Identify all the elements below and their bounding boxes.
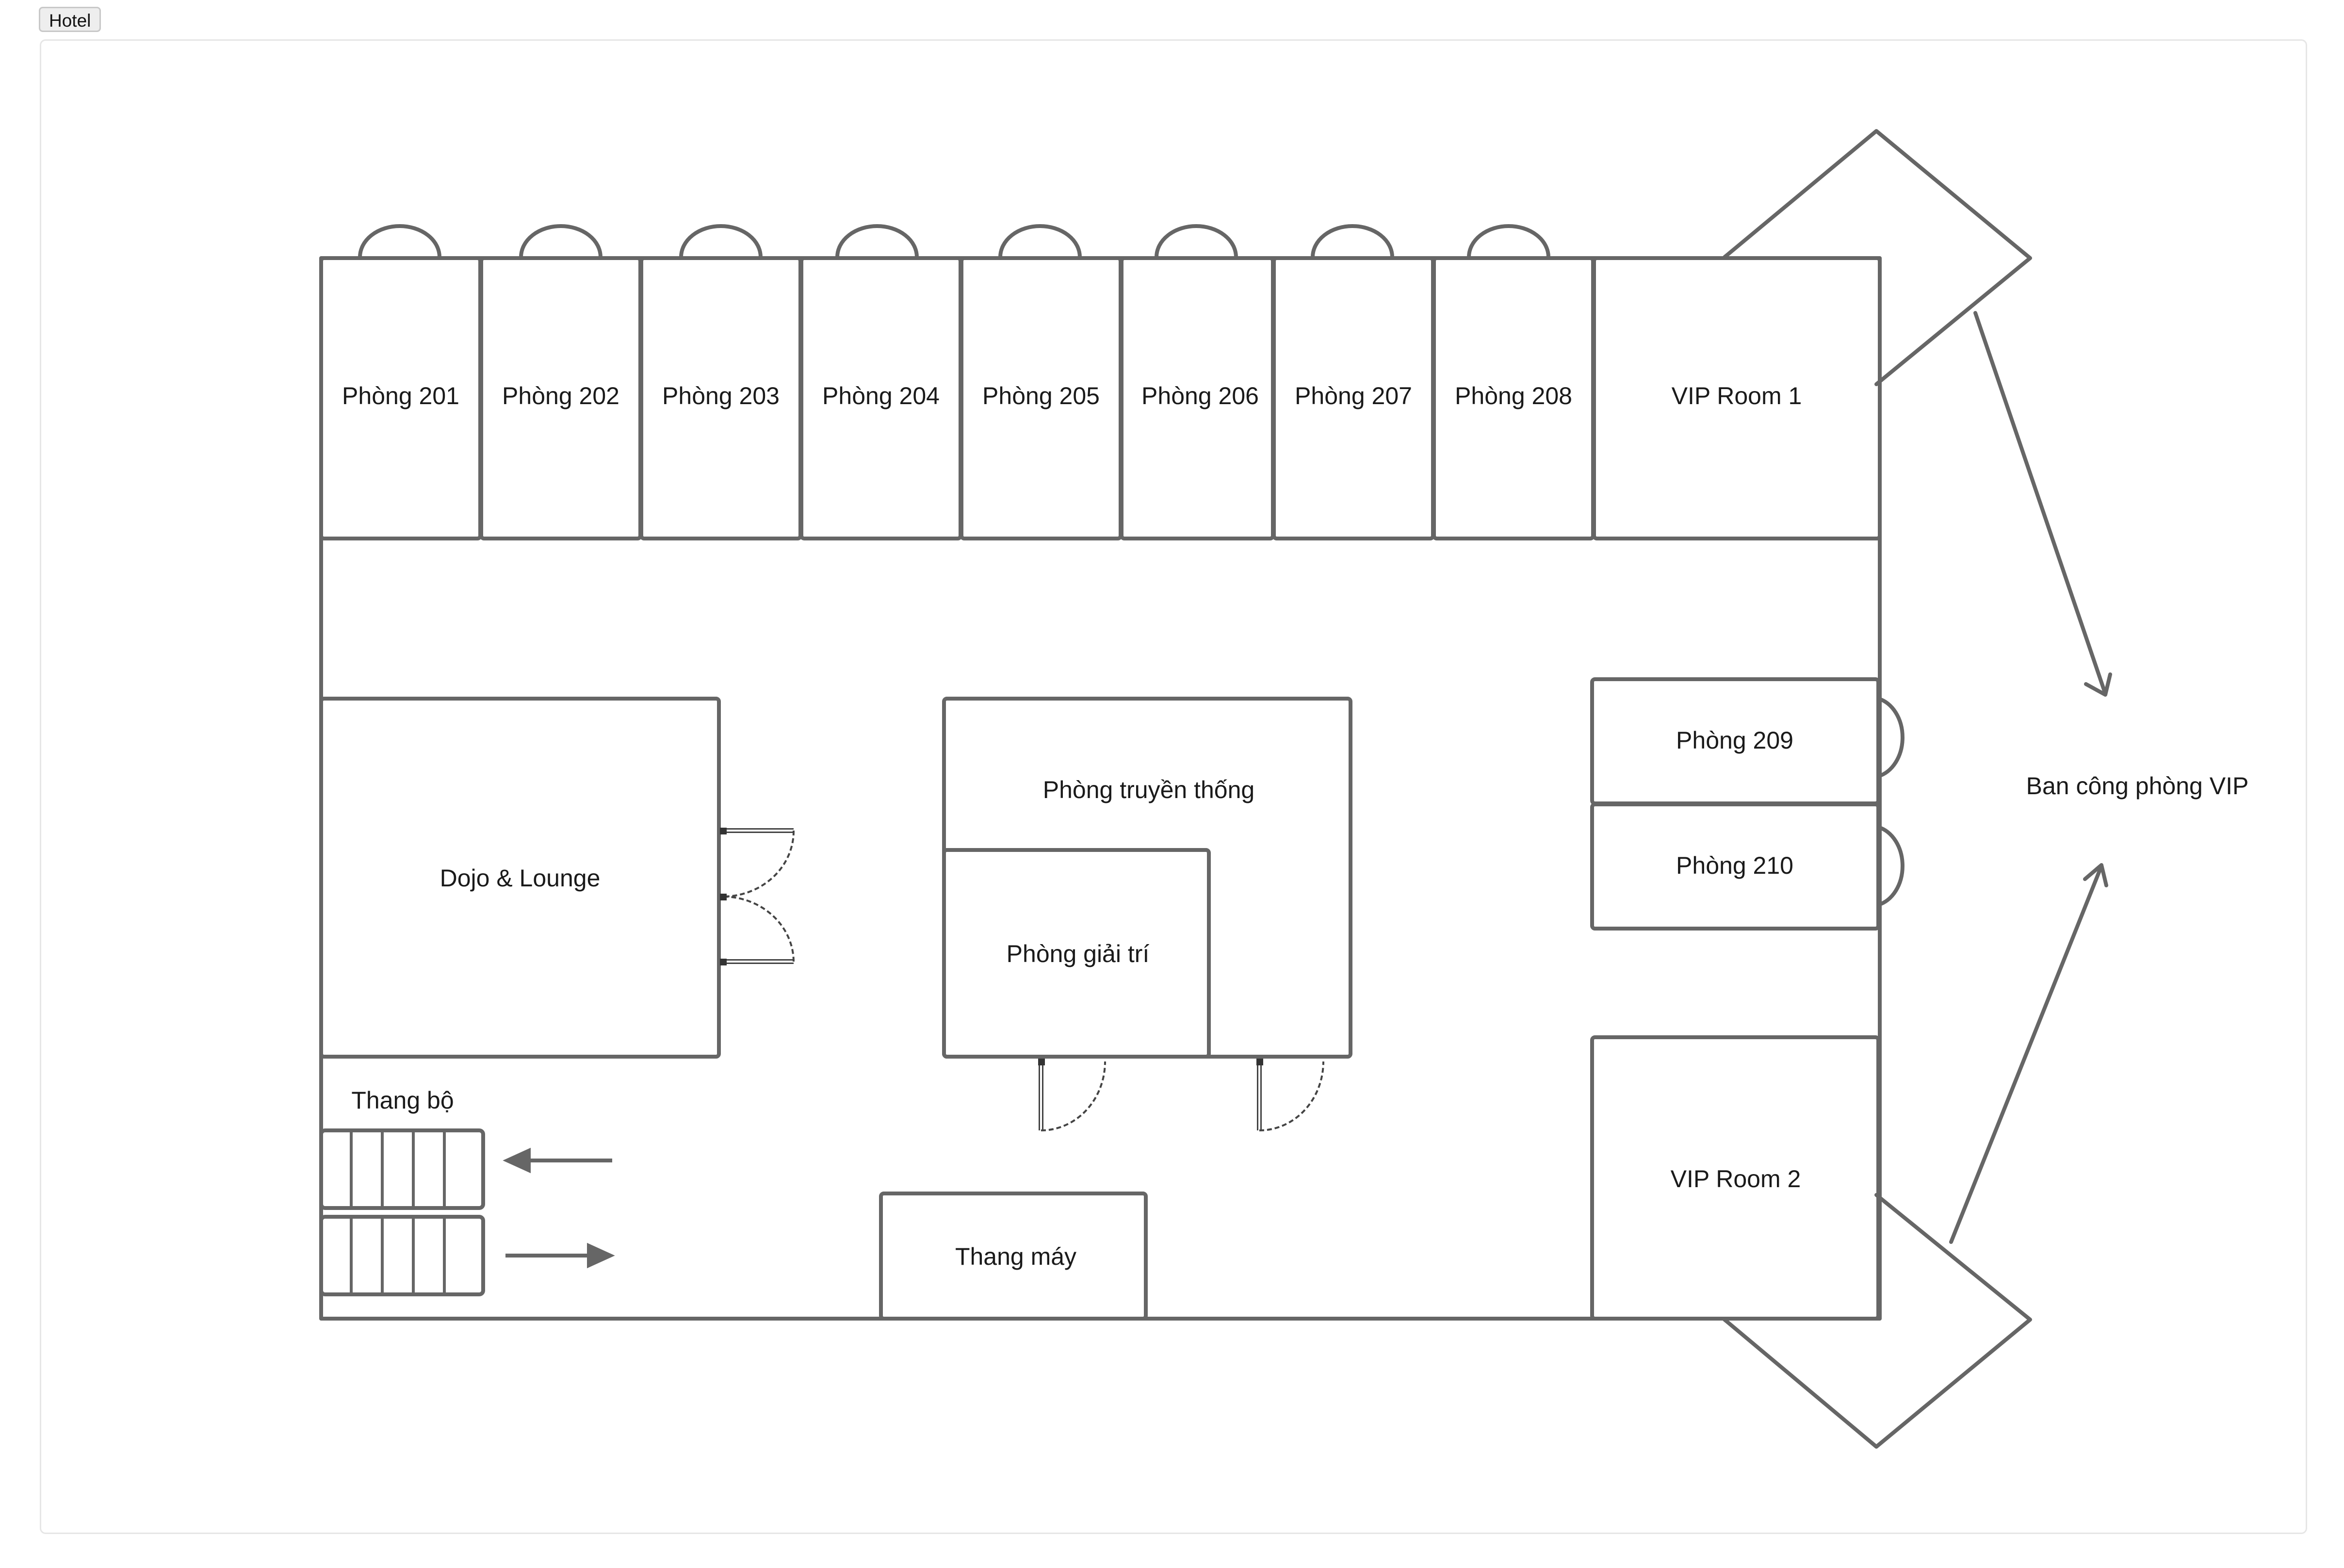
- label-vip-room-2: VIP Room 2: [1671, 1165, 1801, 1192]
- stairs-arrow-right-head: [587, 1242, 615, 1269]
- vip-balcony-bottom[interactable]: [1723, 1193, 2032, 1449]
- door-207: [1311, 224, 1394, 259]
- elevator[interactable]: [879, 1192, 1148, 1321]
- entertainment-door: [1038, 1059, 1106, 1131]
- traditional-door: [1256, 1059, 1324, 1131]
- dojo-double-door: [720, 828, 795, 965]
- door-204: [835, 224, 919, 259]
- label-elevator: Thang máy: [955, 1243, 1076, 1270]
- balcony-arrow-top: [1973, 311, 2107, 696]
- vip-room-1[interactable]: [1592, 256, 1882, 540]
- canvas-frame[interactable]: [40, 39, 2307, 1534]
- label-vip-balcony: Ban công phòng VIP: [2026, 772, 2249, 800]
- label-room-210: Phòng 210: [1676, 852, 1793, 879]
- label-room-207: Phòng 207: [1295, 382, 1412, 409]
- label-room-206: Phòng 206: [1141, 382, 1259, 409]
- stairs-arrow-left-head: [503, 1147, 531, 1174]
- door-205: [998, 224, 1082, 259]
- label-room-209: Phòng 209: [1676, 727, 1793, 754]
- vip-room-2[interactable]: [1590, 1035, 1880, 1321]
- balcony-arrow-top-head: [2084, 672, 2112, 697]
- door-202: [519, 224, 602, 259]
- stairs-flight-lower[interactable]: [319, 1215, 485, 1296]
- label-room-208: Phòng 208: [1455, 382, 1572, 409]
- label-traditional-room: Phòng truyền thống: [1043, 776, 1254, 803]
- balcony-arrow-bottom-head: [2083, 863, 2108, 887]
- label-room-205: Phòng 205: [982, 382, 1100, 409]
- balcony-arrow-bottom: [1949, 864, 2103, 1244]
- label-dojo-lounge: Dojo & Lounge: [440, 865, 601, 892]
- vip-balcony-top[interactable]: [1723, 129, 2032, 386]
- label-room-203: Phòng 203: [662, 382, 780, 409]
- door-210: [1876, 825, 1904, 907]
- dojo-lounge[interactable]: [319, 697, 721, 1059]
- door-201: [358, 224, 441, 259]
- door-208: [1467, 224, 1550, 259]
- stairs-flight-upper[interactable]: [319, 1128, 485, 1210]
- label-room-202: Phòng 202: [502, 382, 619, 409]
- door-206: [1155, 224, 1238, 259]
- label-room-204: Phòng 204: [822, 382, 940, 409]
- label-vip-room-1: VIP Room 1: [1672, 382, 1802, 409]
- stairs-steps: [350, 1129, 446, 1296]
- label-room-201: Phòng 201: [342, 382, 459, 409]
- label-stairs: Thang bộ: [351, 1087, 454, 1114]
- entertainment-room[interactable]: [942, 848, 1211, 1059]
- door-203: [679, 224, 763, 259]
- room-210[interactable]: [1590, 802, 1880, 931]
- label-entertainment-room: Phòng giải trí: [1007, 940, 1150, 967]
- door-209: [1876, 697, 1904, 778]
- tab-hotel[interactable]: Hotel: [39, 7, 101, 32]
- traditional-room[interactable]: [942, 697, 1352, 1059]
